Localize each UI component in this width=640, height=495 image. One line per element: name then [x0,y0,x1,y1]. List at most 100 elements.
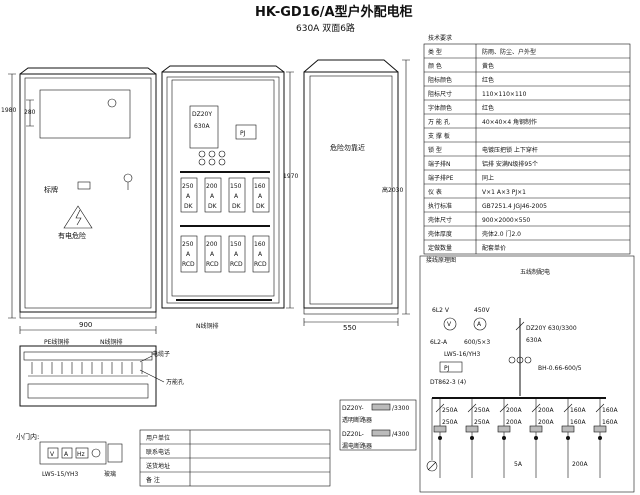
top-breaker-3-value: 150 [230,183,242,190]
top-breaker-2-type: DK [208,203,218,210]
top-breaker-4 [252,177,270,213]
spec-label-9: 端子排N [428,160,451,168]
bottom-n-bar-label: N线铜排 [100,338,123,346]
bottom-breaker-2-value: 200 [206,241,218,248]
pj-label: PJ [240,130,246,137]
inside-cabinet-body [161,71,285,309]
label-plate [77,181,91,190]
hole-label: 万能孔 [166,378,184,386]
branch-switch-4 [531,403,541,413]
branch-bottom-label-4: 200A [538,419,554,426]
spec-label-15: 定做数量 [428,244,452,252]
terminal-label: 电缆子 [152,350,170,358]
small-door-hz: Hz [77,451,85,458]
bottom-breaker-1-type: RCD [182,261,195,268]
top-breaker-4-type: DK [256,203,266,210]
spec-label-6: 万 能 孔 [428,118,450,126]
switch-label: LW5-16/YH3 [444,351,481,358]
branch-node-5 [566,436,570,440]
spec-label-1: 类 型 [428,48,442,56]
spec-value-8: 电镀压把锁 上下穿杆 [482,146,538,154]
ct-type-label: DT862-3 (4) [430,379,466,386]
branch-top-label-3: 200A [506,407,522,414]
breaker-legend [339,399,417,451]
main-breaker [189,105,219,149]
spec-label-10: 端子排PE [428,174,454,182]
top-breaker-2-value: 200 [206,183,218,190]
out-label-2: 200A [572,461,588,468]
branch-switch-2 [467,403,477,413]
bottom-breaker-1-unit: A [186,251,191,258]
branch-top-label-5: 160A [570,407,586,414]
legend2-name: 漏电断路器 [342,442,372,450]
spec-table: 技术要求 [423,34,631,255]
small-door-v: V [50,451,55,458]
wiring-heading: 接线原理图 五线制配电 [426,256,550,276]
legend2-code: DZ20L- [342,431,364,438]
top-breaker-1-type: DK [184,203,194,210]
svg-text:A: A [477,321,482,328]
current-transformers [198,150,226,166]
side-view: 危险勿靠近 高2030 550 [303,59,410,332]
bottom-breaker-3-unit: A [234,251,239,258]
voltmeter-icon [443,317,457,331]
spec-label-2: 颜 色 [428,62,442,70]
branch-breaker-5 [561,425,575,433]
indicator-icon [107,98,117,108]
top-breaker-3-type: DK [232,203,242,210]
small-door-glass: 玻璃 [104,470,116,478]
spec-label-3: 阻标颜色 [428,76,452,84]
branch-breaker-4 [529,425,543,433]
front-cabinet-body [19,73,157,313]
n-bar-label: N线铜排 [196,322,219,330]
small-door: 小门内: V A Hz LW5-15/YH3 玻璃 [16,432,123,478]
caution-text: 危险勿靠近 [330,143,365,152]
spec-value-6: 40×40×4 角钢制作 [482,118,537,126]
spec-value-9: 铝排 安满N级排95个 [482,160,538,168]
top-breaker-3-unit: A [234,193,239,200]
drawing-title: HK-GD16/A型户外配电柜 [255,4,413,20]
spec-heading: 技术要求 [428,34,452,42]
bottom-view: PE线铜排 N线铜排 电缆子 万能孔 [19,338,184,407]
branch-top-label-4: 200A [538,407,554,414]
bottom-breaker-4-value: 160 [254,241,266,248]
branch-node-6 [598,436,602,440]
pe-bar-label: PE线铜排 [44,338,69,346]
meter-window [39,89,131,139]
top-breaker-1-value: 250 [182,183,194,190]
legend1-code: DZ20Y- [342,405,363,412]
small-door-title: 小门内: [16,432,39,441]
v-range: 450V [474,307,490,314]
bottom-breaker-3-type: RCD [230,261,243,268]
branch-top-label-1: 250A [442,407,458,414]
legend2-suffix: /4300 [392,431,409,438]
spec-value-12: GB7251.4 JGJ46-2005 [482,203,547,210]
spec-value-14: 壳体2.0 门2.0 [482,230,521,238]
door-handle-icon [123,173,133,183]
spec-label-14: 壳体厚度 [428,230,452,238]
spec-value-13: 900×2000×550 [482,217,530,224]
ammeter-icon [473,317,487,331]
bottom-breaker-2-type: RCD [206,261,219,268]
pj-box [439,361,463,373]
branch-switch-3 [499,403,509,413]
top-breaker-1 [180,177,198,213]
branch-top-label-2: 250A [474,407,490,414]
branch-switch-6 [595,403,605,413]
svg-text:V: V [447,321,452,328]
main-breaker-model: DZ20Y [192,111,212,118]
branch-switch-1 [435,403,445,413]
info-row-3: 送货地址 [146,462,170,470]
wiring-system: 五线制配电 [520,268,550,276]
bottom-breaker-4-type: RCD [254,261,267,268]
spec-label-5: 字体颜色 [428,104,452,112]
warning-text: 有电危险 [58,231,86,240]
ct-label: BH-0.66-600/5 [538,365,582,372]
spec-value-15: 配套单价 [482,244,506,252]
spec-label-7: 支 撑 板 [428,132,450,140]
bottom-breaker-3-value: 150 [230,241,242,248]
branch-bottom-label-3: 200A [506,419,522,426]
switch-knob-icon [91,448,101,458]
branch-node-1 [438,436,442,440]
branch-node-2 [470,436,474,440]
